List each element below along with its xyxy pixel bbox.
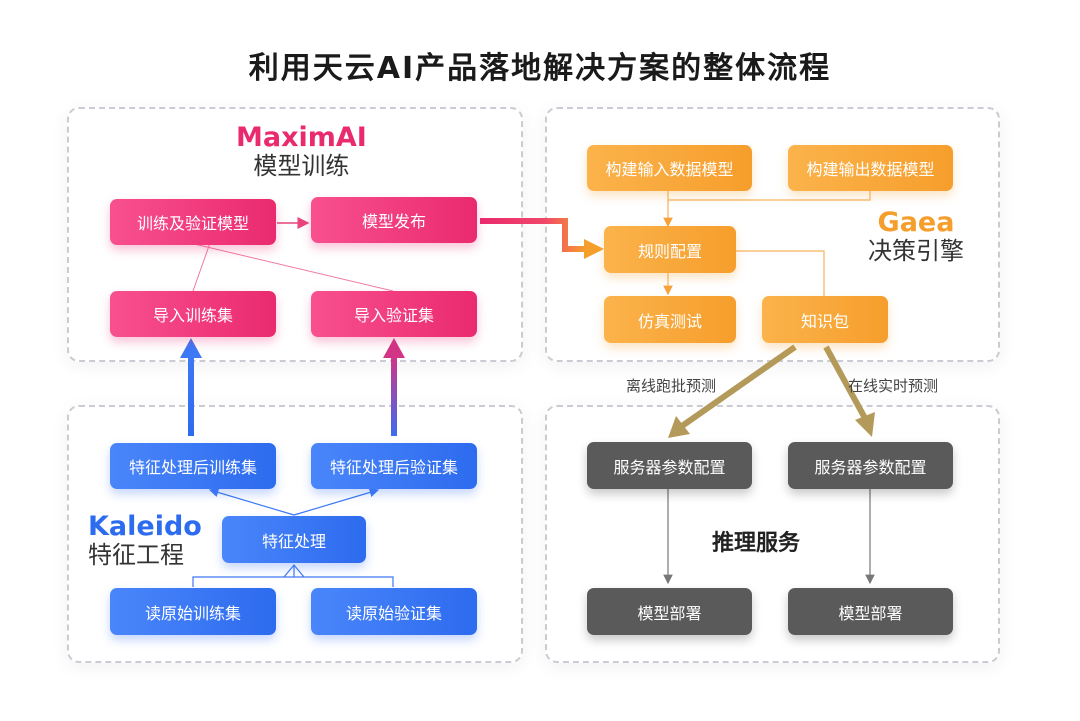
inference-title: 推理服务	[712, 531, 801, 556]
server-config-right-box[interactable]: 服务器参数配置	[788, 442, 953, 489]
offline-batch-label: 离线跑批预测	[626, 377, 717, 395]
knowledge-pack-box[interactable]: 知识包	[762, 296, 888, 343]
build-input-model-box[interactable]: 构建输入数据模型	[587, 145, 752, 191]
model-deploy-right-box[interactable]: 模型部署	[788, 588, 953, 635]
maximai-subtitle: 模型训练	[253, 152, 350, 181]
model-deploy-left-box[interactable]: 模型部署	[587, 588, 752, 635]
kaleido-subtitle: 特征工程	[88, 541, 184, 570]
read-raw-train-set-box[interactable]: 读原始训练集	[110, 588, 276, 635]
maximai-brand: MaximAI	[236, 122, 367, 153]
gaea-brand: Gaea	[877, 207, 955, 238]
build-output-model-box[interactable]: 构建输出数据模型	[788, 145, 953, 191]
rule-config-box[interactable]: 规则配置	[604, 226, 736, 273]
import-validation-set-box[interactable]: 导入验证集	[311, 291, 477, 337]
train-validate-model-box[interactable]: 训练及验证模型	[110, 199, 276, 245]
gaea-subtitle: 决策引擎	[868, 237, 964, 266]
import-train-set-box[interactable]: 导入训练集	[110, 291, 276, 337]
read-raw-validation-set-box[interactable]: 读原始验证集	[311, 588, 477, 635]
feature-processing-box[interactable]: 特征处理	[222, 516, 366, 563]
diagram-title: 利用天云AI产品落地解决方案的整体流程	[248, 51, 832, 86]
server-config-left-box[interactable]: 服务器参数配置	[587, 442, 752, 489]
processed-train-set-box[interactable]: 特征处理后训练集	[110, 443, 276, 489]
kaleido-label: Kaleido 特征工程	[88, 511, 202, 570]
kaleido-brand: Kaleido	[88, 511, 202, 542]
processed-validation-set-box[interactable]: 特征处理后验证集	[311, 443, 477, 489]
maximai-label: MaximAI 模型训练	[236, 122, 367, 181]
online-realtime-label: 在线实时预测	[848, 377, 939, 395]
gaea-label: Gaea 决策引擎	[868, 207, 964, 266]
model-publish-box[interactable]: 模型发布	[311, 197, 477, 243]
simulation-test-box[interactable]: 仿真测试	[604, 296, 736, 343]
